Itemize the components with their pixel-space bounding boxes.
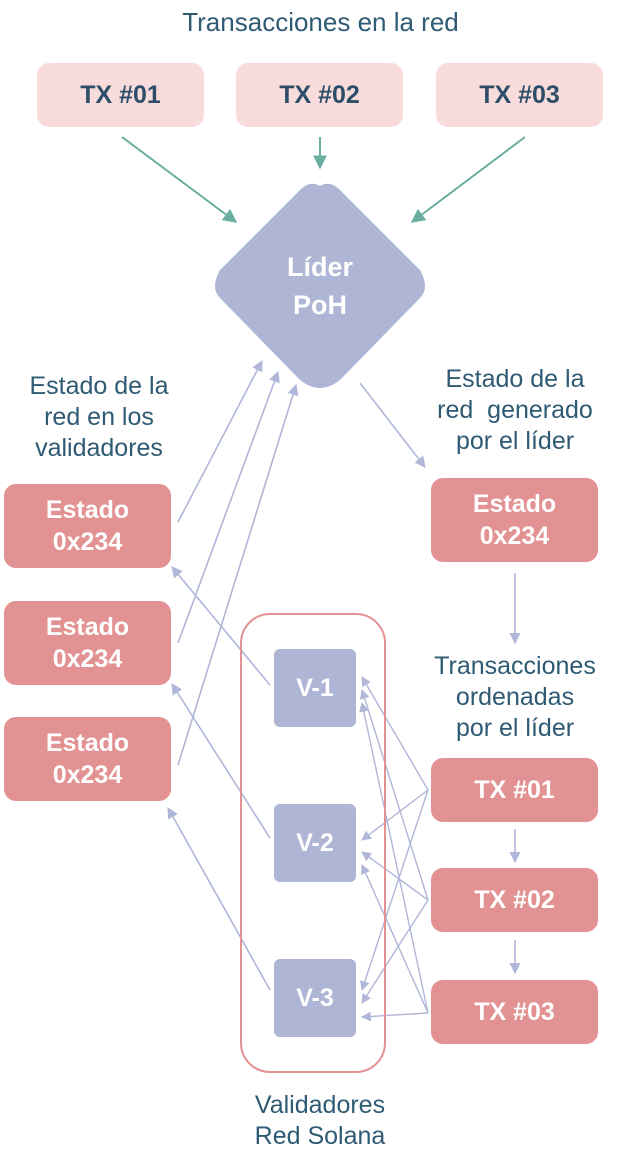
leader-state-label: Estado de la red generado por el líder [410, 364, 620, 457]
validator-state-box-3: Estado 0x234 [4, 717, 171, 801]
validator-v1: V-1 [274, 649, 356, 727]
leader-label: Líder PoH [220, 248, 420, 324]
ordered-label: Transacciones ordenadas por el líder [410, 651, 620, 744]
validators-network-label: Validadores Red Solana [200, 1090, 440, 1152]
arrow-tx3-leader [410, 136, 526, 223]
leader-state-line2: 0x234 [479, 522, 550, 550]
validator-v3: V-3 [274, 959, 356, 1037]
validators-state-label-line1: Estado de la [29, 372, 169, 400]
arrow-otx3-v2 [361, 864, 429, 1014]
arrow-otx2-v2 [361, 851, 429, 901]
leader-state-label-line2: red generado [437, 396, 593, 424]
state-box-3-line1: Estado [45, 729, 130, 757]
arrow-otx3-v3 [361, 1011, 429, 1022]
top-tx-2: TX #02 [236, 63, 403, 127]
leader-line1: Líder [286, 252, 353, 282]
arrow-leader-state [359, 382, 426, 468]
state-box-3-line2: 0x234 [52, 761, 123, 789]
state-box-2-line2: 0x234 [52, 645, 123, 673]
leader-state-label-line3: por el líder [455, 427, 575, 455]
state-box-1-line2: 0x234 [52, 528, 123, 556]
validators-network-label-line1: Validadores [254, 1091, 386, 1119]
arrow-otx2-v3 [361, 899, 429, 1004]
arrow-otx3-v1 [359, 702, 429, 1014]
leader-state-box: Estado 0x234 [431, 478, 598, 562]
validators-network-label-line2: Red Solana [254, 1122, 386, 1150]
validator-state-box-1: Estado 0x234 [4, 484, 171, 568]
leader-state-line1: Estado [472, 490, 557, 518]
ordered-label-line1: Transacciones [434, 652, 596, 680]
validators-state-label-line2: red en los [44, 403, 154, 431]
arrow-otx1-v2 [361, 789, 429, 841]
ordered-label-line3: por el líder [455, 714, 575, 742]
state-box-2-line1: Estado [45, 613, 130, 641]
arrow-v2-state2 [171, 683, 271, 839]
ordered-tx-2: TX #02 [431, 868, 598, 932]
ordered-tx-1: TX #01 [431, 758, 598, 822]
arrow-state3-leader [177, 383, 299, 766]
validators-state-label-line3: validadores [35, 434, 163, 462]
ordered-tx-3: TX #03 [431, 980, 598, 1044]
arrow-tx1-leader [121, 136, 238, 223]
arrow-otx1-v3 [360, 789, 429, 991]
validators-container [240, 613, 386, 1073]
arrow-otx1-v1 [361, 676, 429, 791]
arrow-state1-leader [177, 360, 263, 523]
diagram-title: Transacciones en la red [182, 7, 459, 37]
arrow-v3-state3 [167, 807, 271, 991]
top-tx-1: TX #01 [37, 63, 204, 127]
ordered-label-line2: ordenadas [455, 683, 575, 711]
arrow-state2-leader [177, 370, 280, 644]
top-tx-3: TX #03 [436, 63, 603, 127]
leader-diamond [215, 183, 425, 388]
leader-line2: PoH [293, 290, 347, 320]
validators-state-label: Estado de la red en los validadores [4, 371, 194, 464]
arrow-otx2-v1 [359, 689, 429, 901]
validator-state-box-2: Estado 0x234 [4, 601, 171, 685]
arrow-v1-state1 [171, 566, 271, 686]
validator-v2: V-2 [274, 804, 356, 882]
state-box-1-line1: Estado [45, 496, 130, 524]
leader-state-label-line1: Estado de la [445, 365, 585, 393]
